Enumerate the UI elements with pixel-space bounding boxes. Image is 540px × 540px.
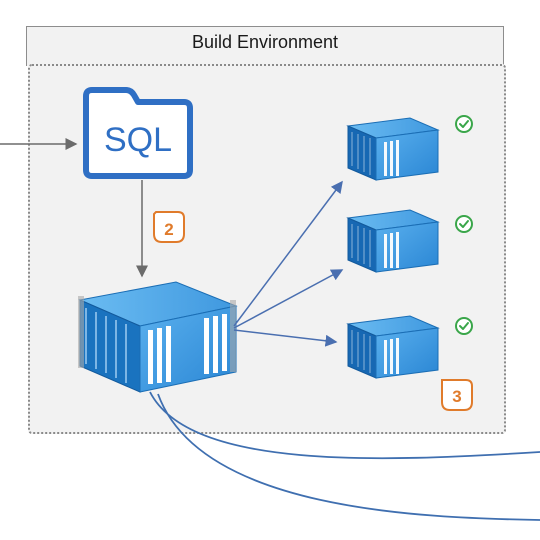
environment-title: Build Environment — [191, 32, 339, 52]
container-1-icon — [347, 117, 439, 181]
main-container-icon — [78, 281, 238, 393]
database-folder-icon — [83, 87, 193, 179]
step-2-label: 2 — [164, 220, 173, 239]
step-3-label: 3 — [452, 387, 461, 406]
check-circle-icon-3 — [455, 317, 473, 335]
check-circle-icon-2 — [455, 215, 473, 233]
check-circle-icon-1 — [455, 115, 473, 133]
step-3-badge — [441, 379, 473, 411]
container-2-icon — [347, 209, 439, 273]
outgoing-curves — [149, 391, 540, 521]
container-3-icon — [347, 315, 439, 379]
step-2-badge — [153, 211, 185, 243]
environment-header — [26, 26, 504, 66]
deploy-arrows — [233, 180, 344, 347]
database-label: SQL — [104, 121, 172, 159]
